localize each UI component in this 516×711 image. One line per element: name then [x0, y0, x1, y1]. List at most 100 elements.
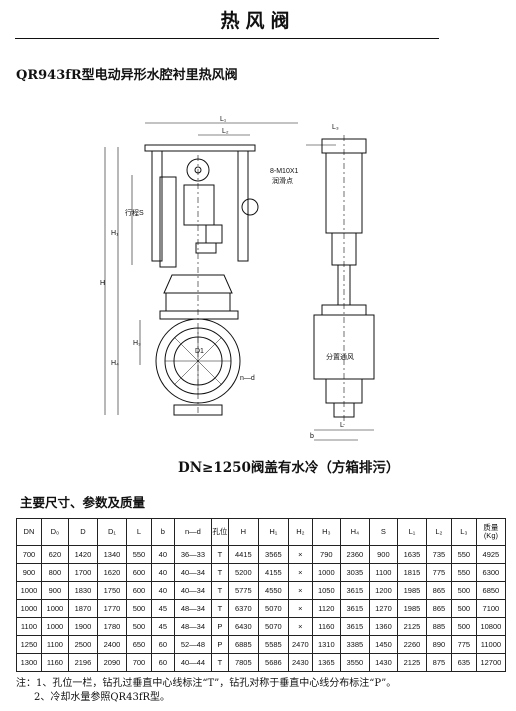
table-cell: T	[211, 653, 229, 672]
drain-box	[173, 404, 223, 416]
motor	[241, 198, 259, 216]
body-flange-top	[159, 310, 239, 320]
table-cell: ×	[287, 581, 313, 600]
table-cell: 1000	[40, 617, 69, 636]
table-cell: 5775	[227, 581, 259, 600]
table-cell: 6370	[227, 599, 259, 618]
table-cell: 500	[126, 599, 152, 618]
table-cell: 12700	[475, 653, 507, 672]
label-h1: H₁	[111, 230, 119, 237]
label-stroke: 行程S	[125, 208, 144, 217]
label-d1: D1	[195, 348, 204, 355]
label-nd: n—d	[240, 375, 255, 382]
label-h: H	[100, 280, 105, 287]
valve-body-outer	[155, 318, 241, 404]
table-cell: 865	[425, 581, 452, 600]
drawing-caption: DN≥1250阀盖有水冷（方箱排污）	[178, 460, 400, 476]
table-cell: T	[211, 599, 229, 618]
table-cell: 40—44	[173, 653, 213, 672]
label-lube-point: 润滑点	[272, 176, 293, 185]
table-cell: P	[211, 617, 229, 636]
table-cell: 900	[40, 581, 69, 600]
table-cell: 1815	[396, 563, 427, 582]
table-cell: 6850	[475, 581, 507, 600]
header-b: b	[150, 518, 175, 546]
header-d1: D₁	[96, 518, 128, 546]
label-b: b	[310, 433, 314, 440]
table-cell: 1200	[368, 581, 398, 600]
table-cell: 1000	[40, 599, 69, 618]
table-cell: 1100	[16, 617, 42, 636]
table-cell: 1770	[96, 599, 128, 618]
table-cell: ×	[287, 545, 313, 564]
header-dn: DN	[16, 518, 42, 546]
table-cell: 2125	[396, 653, 427, 672]
table-cell: 6885	[227, 635, 259, 654]
header-mass: 质量(Kg)	[475, 518, 507, 546]
table-cell: 1700	[67, 563, 98, 582]
table-cell: 1000	[16, 581, 42, 600]
table-cell: 3550	[339, 653, 370, 672]
table-cell: 7100	[475, 599, 507, 618]
table-cell: 865	[425, 599, 452, 618]
table-cell: 1000	[311, 563, 341, 582]
table-cell: 1430	[368, 653, 398, 672]
note-1: 注：1、孔位一栏，钻孔过垂直中心线标注“T”，钻孔对称于垂直中心线分布标注“P”…	[16, 678, 397, 689]
table-cell: 500	[450, 599, 477, 618]
table-cell: 2400	[96, 635, 128, 654]
spec-table-header: DN D₀ D D₁ L b n—d 孔位 H H₁ H₂ H₃ H₄ S L₁…	[16, 518, 507, 546]
header-l2: L₂	[425, 518, 452, 546]
table-cell: 3615	[339, 617, 370, 636]
header-s: S	[368, 518, 398, 546]
table-cell: 1120	[311, 599, 341, 618]
table-cell: T	[211, 563, 229, 582]
label-water: 分置通风	[326, 352, 354, 361]
table-cell: 40	[150, 581, 175, 600]
table-cell: 48—34	[173, 599, 213, 618]
table-cell: 500	[450, 617, 477, 636]
table-cell: 600	[126, 563, 152, 582]
table-cell: 1420	[67, 545, 98, 564]
table-cell: 1340	[96, 545, 128, 564]
table-cell: 1830	[67, 581, 98, 600]
table-cell: 5200	[227, 563, 259, 582]
table-cell: 48—34	[173, 617, 213, 636]
table-cell: 620	[40, 545, 69, 564]
header-d0: D₀	[40, 518, 69, 546]
table-cell: 1100	[368, 563, 398, 582]
gearbox-body	[183, 184, 215, 226]
table-cell: 60	[150, 635, 175, 654]
header-nd: n—d	[173, 518, 213, 546]
table-cell: 45	[150, 617, 175, 636]
table-cell: 875	[425, 653, 452, 672]
table-cell: ×	[287, 617, 313, 636]
actuator-housing	[205, 224, 223, 244]
label-h3: H₃	[133, 340, 141, 347]
frame-column-right	[237, 150, 249, 262]
table-cell: 800	[40, 563, 69, 582]
table-cell: 6430	[227, 617, 259, 636]
table-cell: 1450	[368, 635, 398, 654]
table-cell: 790	[311, 545, 341, 564]
table-cell: 1100	[40, 635, 69, 654]
table-cell: 500	[126, 617, 152, 636]
table-cell: ×	[287, 599, 313, 618]
table-cell: 1870	[67, 599, 98, 618]
table-cell: 40	[150, 563, 175, 582]
spec-table: DN D₀ D D₁ L b n—d 孔位 H H₁ H₂ H₃ H₄ S L₁…	[16, 518, 507, 672]
table-cell: 1270	[368, 599, 398, 618]
table-cell: 45	[150, 599, 175, 618]
table-cell: 650	[126, 635, 152, 654]
header-h1: H₁	[257, 518, 289, 546]
label-l2: L₂	[222, 128, 229, 135]
header-h2: H₂	[287, 518, 313, 546]
header-l: L	[126, 518, 152, 546]
table-cell: 2360	[339, 545, 370, 564]
table-cell: 2500	[67, 635, 98, 654]
table-cell: 600	[126, 581, 152, 600]
table-cell: 2430	[287, 653, 313, 672]
label-lube-spec: 8-M10X1	[270, 168, 299, 175]
